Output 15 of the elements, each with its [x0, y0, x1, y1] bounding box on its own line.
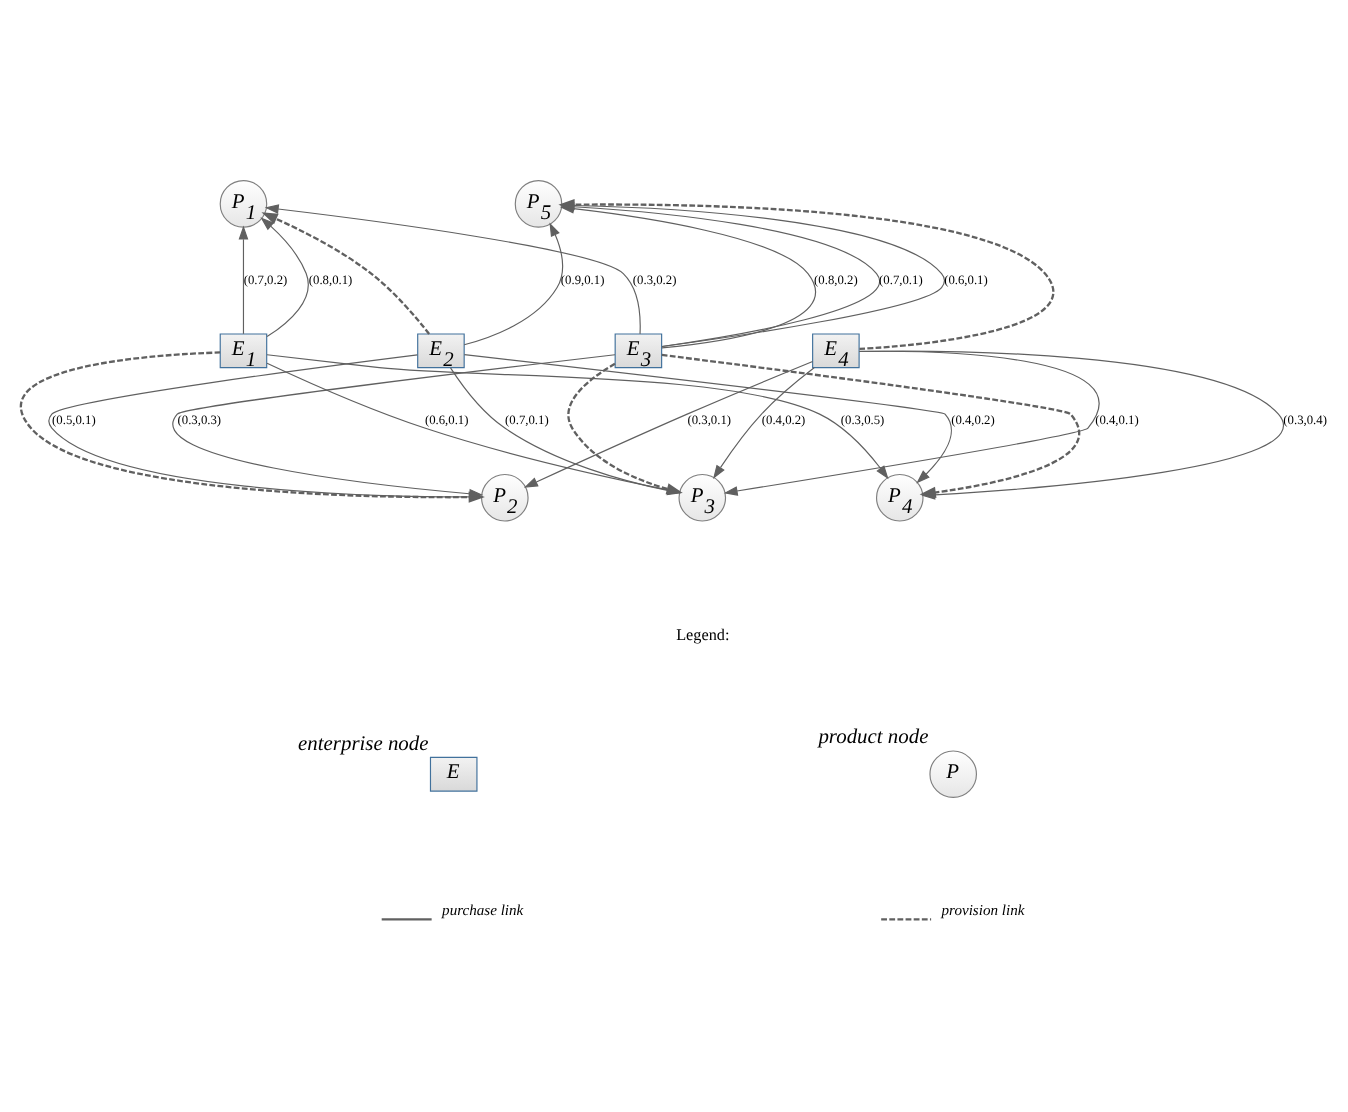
node-label: enterprise node — [298, 732, 429, 755]
node-label: product node — [818, 726, 929, 749]
arrow — [463, 221, 564, 345]
arrow — [238, 224, 249, 334]
arrow — [713, 366, 815, 479]
arrow — [266, 353, 889, 479]
node-circle: P — [929, 749, 977, 798]
label: Legend: — [676, 625, 730, 644]
node-box: E — [429, 755, 478, 791]
arrow — [723, 349, 1099, 495]
arrow — [261, 211, 431, 334]
arrow — [260, 216, 309, 337]
arrow — [463, 353, 952, 483]
arrow — [523, 359, 814, 487]
arrow — [172, 353, 616, 498]
